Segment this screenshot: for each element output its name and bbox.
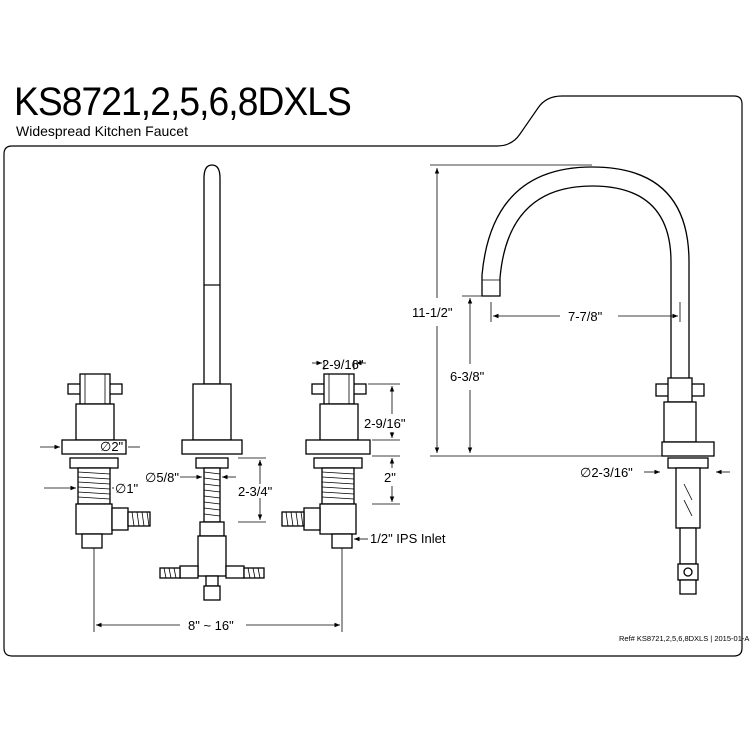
right-handle-assembly — [281, 373, 371, 549]
faucet-front-view — [481, 166, 715, 595]
dim-shank-dia: ∅1" — [115, 481, 139, 496]
spout-side-view — [159, 164, 265, 601]
left-handle-assembly — [61, 373, 151, 549]
dim-handle-height: 2-9/16" — [364, 416, 406, 431]
dim-handle-shank: 2" — [384, 470, 396, 485]
page-subtitle: Widespread Kitchen Faucet — [16, 123, 188, 139]
dim-base-dia: ∅2-3/16" — [580, 465, 633, 480]
dim-spout-shank-dia: ∅5/8" — [145, 470, 179, 485]
page-title: KS8721,2,5,6,8DXLS — [14, 80, 352, 124]
dim-shank-length: 2-3/4" — [238, 484, 273, 499]
dim-spread: 8" ~ 16" — [188, 618, 234, 633]
diagram-frame — [3, 95, 743, 657]
reference-number: Ref# KS8721,2,5,6,8DXLS | 2015-01-A — [619, 634, 750, 643]
dim-handle-width: 2-9/16" — [322, 357, 364, 372]
dim-spout-clearance: 6-3/8" — [450, 369, 485, 384]
dim-inlet: 1/2" IPS Inlet — [370, 531, 446, 546]
dim-spout-reach: 7-7/8" — [568, 309, 603, 324]
dim-overall-height: 11-1/2" — [412, 305, 453, 320]
dim-handle-base-dia: ∅2" — [100, 439, 124, 454]
dimension-lines — [40, 164, 730, 632]
